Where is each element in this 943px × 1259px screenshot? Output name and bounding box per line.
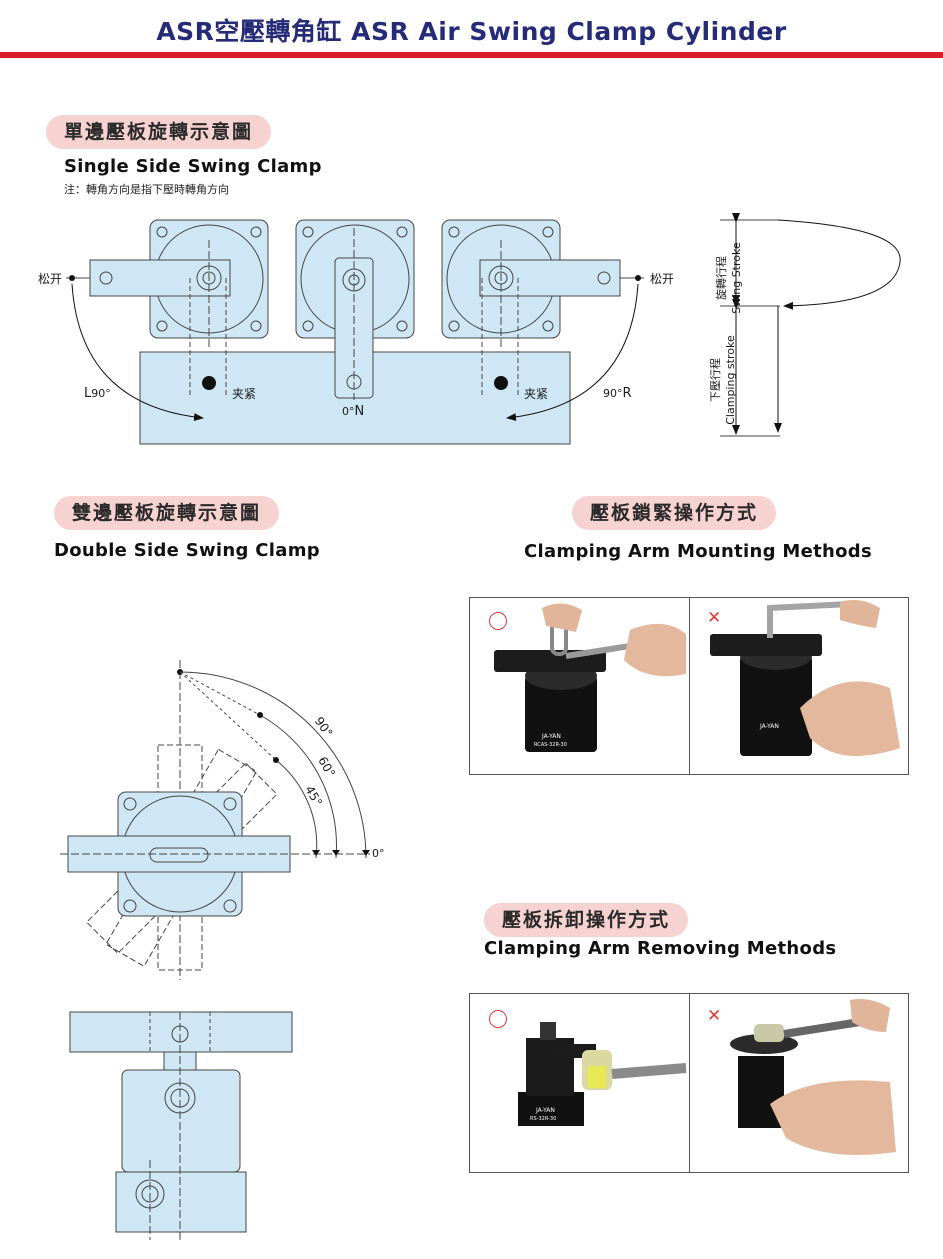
left-angle-label: L90° [84, 386, 111, 401]
swing-stroke-label: 旋轉行程 Swing Stroke [714, 236, 746, 320]
single-side-heading-zh: 單邊壓板旋轉示意圖 [46, 115, 272, 149]
photo-divider [689, 598, 690, 774]
center-cylinder [295, 219, 415, 400]
remove-model-text-left: RS-32R-30 [530, 1116, 556, 1122]
clamping-stroke-label: 下壓行程 Clamping stroke [708, 316, 740, 444]
single-side-heading-en: Single Side Swing Clamp [64, 156, 322, 177]
release-right-label: 松开 [650, 272, 675, 286]
stroke-diagram [720, 213, 901, 437]
right-angle-value: 90° [603, 387, 623, 400]
left-angle-prefix: L [84, 386, 92, 401]
clamping-stroke-zh: 下壓行程 [709, 358, 722, 402]
removing-photos-illustration: JA-YAN RS-32R-30 [518, 999, 896, 1155]
mounting-photos-illustration: JA-YAN RCAS-32R-30 JA-YAN [494, 600, 900, 756]
right-angle-label: 90°R [603, 386, 632, 401]
single-side-diagram [66, 213, 901, 445]
swing-stroke-en: Swing Stroke [730, 242, 743, 314]
center-angle-suffix: N [354, 404, 365, 419]
single-side-note: 注：轉角方向是指下壓時轉角方向 [64, 183, 229, 196]
remove-brand-text-left: JA-YAN [535, 1107, 555, 1114]
mount-model-text-left: RCAS-32R-30 [534, 742, 567, 748]
swing-stroke-zh: 旋轉行程 [715, 256, 728, 300]
title-rule [0, 52, 943, 58]
correct-mark-icon-2 [489, 1010, 507, 1028]
removing-heading-zh: 壓板拆卸操作方式 [484, 903, 689, 937]
removing-heading-en: Clamping Arm Removing Methods [484, 938, 837, 959]
double-side-top-view [60, 660, 370, 980]
page-title: ASR空壓轉角缸 ASR Air Swing Clamp Cylinder [156, 17, 787, 46]
angle-0-label: 0° [372, 847, 385, 860]
center-angle-label: 0°N [342, 404, 364, 419]
photo-divider-2 [689, 994, 690, 1172]
mounting-photo-panel: ✕ JA-YAN RCAS-32R-30 JA-YAN [469, 597, 909, 775]
left-angle-value: 90° [91, 387, 111, 400]
right-angle-suffix: R [622, 386, 632, 401]
mounting-heading-zh: 壓板鎖緊操作方式 [572, 496, 777, 530]
clamping-stroke-en: Clamping stroke [724, 335, 737, 425]
mount-brand-text-right: JA-YAN [759, 723, 779, 730]
clamp-left-label: 夹紧 [232, 387, 257, 401]
double-side-side-view [69, 1011, 293, 1240]
double-side-heading-en: Double Side Swing Clamp [54, 540, 320, 561]
wrong-mark-icon: ✕ [707, 608, 722, 628]
wrong-mark-icon-2: ✕ [707, 1006, 722, 1026]
removing-photo-panel: ✕ JA-YAN RS-32R-30 [469, 993, 909, 1173]
mounting-heading-en: Clamping Arm Mounting Methods [524, 541, 872, 562]
right-cylinder [441, 219, 621, 396]
clamp-right-label: 夹紧 [524, 387, 549, 401]
left-cylinder [89, 219, 269, 396]
correct-mark-icon [489, 612, 507, 630]
double-side-heading-zh: 雙邊壓板旋轉示意圖 [54, 496, 280, 530]
mount-brand-text-left: JA-YAN [541, 733, 561, 740]
center-angle-value: 0° [342, 405, 355, 418]
release-left-label: 松开 [38, 272, 63, 286]
double-side-diagram [60, 660, 370, 1240]
